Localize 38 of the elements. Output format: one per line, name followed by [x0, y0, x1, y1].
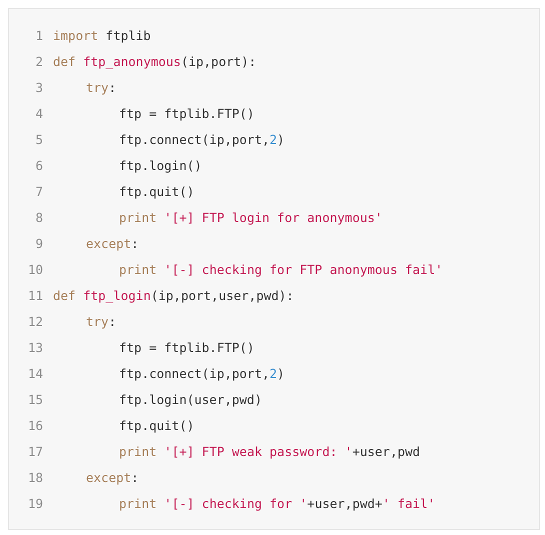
line-number: 19 [26, 495, 43, 513]
line-number: 3 [34, 79, 43, 97]
line-number: 10 [26, 261, 43, 279]
line-number: 17 [26, 443, 43, 461]
code-line: ftp.login(user,pwd) [119, 391, 262, 409]
code-line: ftp.connect(ip,port,2) [119, 365, 285, 383]
line-number: 14 [26, 365, 43, 383]
code-line: ftp.quit() [119, 417, 194, 435]
code-line: ftp.quit() [119, 183, 194, 201]
code-line: ftp.connect(ip,port,2) [119, 131, 285, 149]
code-line: print '[-] checking for FTP anonymous fail' [119, 261, 443, 279]
line-number: 9 [34, 235, 43, 253]
line-number: 11 [26, 287, 43, 305]
line-number: 8 [34, 209, 43, 227]
line-number: 12 [26, 313, 43, 331]
code-line: print '[+] FTP weak password: '+user,pwd [119, 443, 420, 461]
code-line: print '[-] checking for '+user,pwd+' fail' [119, 495, 436, 513]
code-line: ftp = ftplib.FTP() [119, 105, 254, 123]
code-line: ftp.login() [119, 157, 202, 175]
line-number: 1 [34, 27, 43, 45]
line-number: 4 [34, 105, 43, 123]
code-line: def ftp_anonymous(ip,port): [53, 53, 256, 71]
code-line: except: [86, 469, 139, 487]
line-number: 13 [26, 339, 43, 357]
line-number: 15 [26, 391, 43, 409]
line-number: 6 [34, 157, 43, 175]
code-line: def ftp_login(ip,port,user,pwd): [53, 287, 294, 305]
line-number: 5 [34, 131, 43, 149]
code-line: try: [86, 313, 116, 331]
line-number: 7 [34, 183, 43, 201]
line-number: 2 [34, 53, 43, 71]
code-line: try: [86, 79, 116, 97]
line-number: 18 [26, 469, 43, 487]
code-line: import ftplib [53, 27, 151, 45]
code-line: print '[+] FTP login for anonymous' [119, 209, 382, 227]
line-number: 16 [26, 417, 43, 435]
code-line: ftp = ftplib.FTP() [119, 339, 254, 357]
code-line: except: [86, 235, 139, 253]
